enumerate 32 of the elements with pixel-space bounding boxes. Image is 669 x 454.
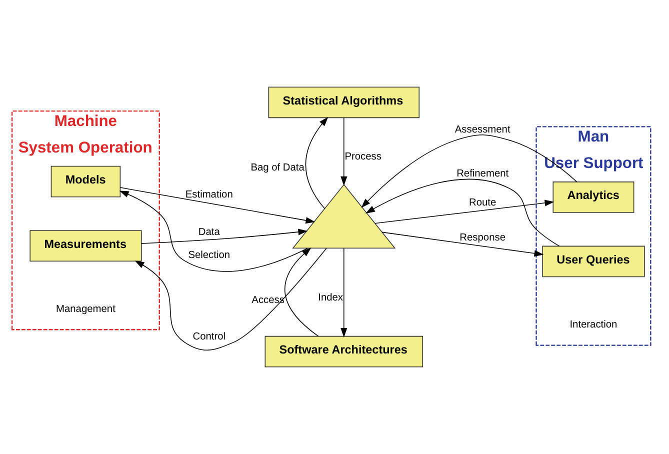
arrow [305, 116, 328, 209]
arrow [134, 248, 327, 350]
arrow [361, 134, 578, 208]
arrow [382, 232, 544, 257]
arrow [374, 200, 554, 224]
edge-label: Data [198, 227, 220, 238]
edge-label: Refinement [456, 168, 509, 180]
arrow [120, 187, 316, 224]
edge-label: Control [192, 331, 226, 342]
edge-label: Index [318, 292, 344, 304]
arrow [340, 248, 348, 338]
label: Management [56, 304, 116, 315]
arrow [119, 190, 308, 272]
node-box: Models [50, 166, 121, 198]
label: Interaction [570, 320, 618, 331]
edge-label: Route [469, 197, 496, 208]
arrow [284, 248, 319, 337]
node-box: Statistical Algorithms [268, 86, 420, 118]
edge-label: Assessment [454, 124, 510, 136]
arrow [141, 228, 308, 244]
node-box: Software Architectures [264, 336, 424, 368]
node-box: Measurements [30, 230, 142, 262]
edge-label: Process [344, 151, 382, 162]
edge-label: Bag of Data [250, 162, 304, 174]
edge-label: Response [460, 232, 506, 244]
node-box: User Queries [542, 246, 645, 278]
arrow [366, 178, 560, 247]
arrow [340, 117, 348, 186]
edge-label: Selection [188, 250, 230, 261]
edge-label: Estimation [185, 190, 233, 201]
node-box: Analytics [552, 182, 634, 213]
node-triangle [292, 184, 396, 249]
